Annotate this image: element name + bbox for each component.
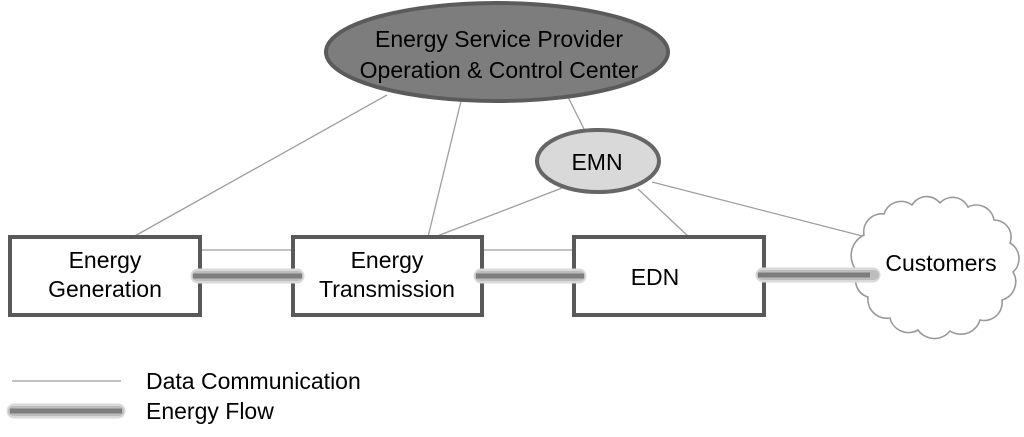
data-link-controlcenter-generation [132,94,388,238]
energy-transmission-label-line1: Energy [351,247,424,273]
legend-data-communication-label: Data Communication [146,368,361,394]
data-link-controlcenter-emn [567,96,587,134]
data-link-emn-edn [637,188,691,239]
emn-label: EMN [571,149,622,175]
customers-cloud [850,195,1020,340]
control-center-label-line2: Operation & Control Center [360,57,639,83]
energy-transmission-label-line2: Transmission [319,276,455,302]
energy-transmission-box [291,235,484,317]
energy-generation-label-line2: Generation [48,276,162,302]
data-link-emn-customers [651,181,871,239]
energy-flow-links [190,267,881,284]
edn-box [572,235,766,317]
data-communication-links [132,94,871,251]
emn-ellipse [535,128,661,194]
data-link-emn-transmission [431,187,563,239]
legend: Data Communication Energy Flow [6,368,361,424]
control-center-label-line1: Energy Service Provider [375,26,623,52]
energy-generation-label-line1: Energy [69,247,142,273]
edn-label: EDN [631,264,680,290]
legend-energy-flow-label: Energy Flow [146,398,274,424]
data-link-controlcenter-transmission [427,96,463,238]
customers-label: Customers [885,250,996,276]
control-center-ellipse [324,1,670,103]
